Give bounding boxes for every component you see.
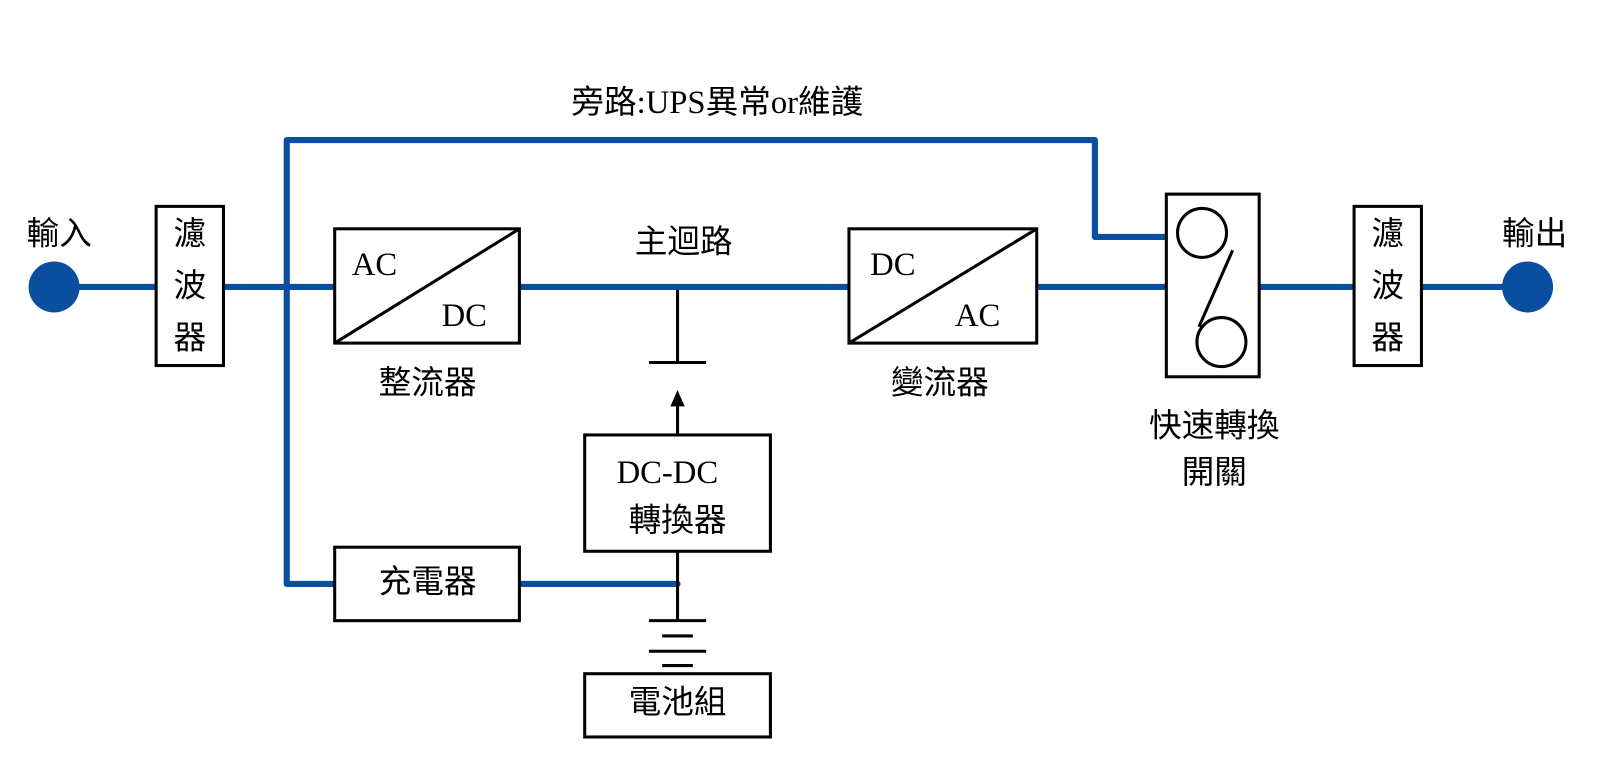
output-filter-char: 濾 [1371, 215, 1404, 252]
input-filter-char: 器 [173, 321, 206, 357]
switch-icon [1176, 206, 1248, 369]
output-terminal [1502, 261, 1554, 313]
output-filter-box [1352, 204, 1423, 368]
rectifier-dc: DC [442, 298, 487, 334]
input-label: 輸入 [27, 215, 92, 252]
switch-label-line1: 快速轉換 [1149, 407, 1280, 444]
output-label: 輸出 [1502, 215, 1567, 252]
rectifier-ac: AC [352, 247, 397, 283]
up-arrow-icon [670, 390, 685, 407]
inverter-dc: DC [870, 247, 915, 283]
main-loop-label: 主迴路 [635, 224, 733, 261]
charger-label: 充電器 [379, 563, 477, 600]
inverter-label: 變流器 [891, 364, 989, 401]
battery-box [583, 672, 772, 739]
dcdc-line2: 轉換器 [629, 502, 727, 539]
input-filter-box [154, 204, 226, 368]
bypass-label: 旁路:UPS異常or維護 [571, 84, 863, 121]
charger-box [333, 545, 521, 623]
input-terminal [28, 261, 80, 313]
bypass-line [283, 136, 1170, 291]
transfer-switch-box [1164, 192, 1261, 379]
charger-feed-line [283, 283, 338, 587]
switch-label-line2: 開關 [1182, 455, 1247, 491]
battery-label: 電池組 [629, 684, 727, 721]
output-filter-char: 波 [1371, 268, 1404, 305]
inverter-ac: AC [955, 298, 1000, 334]
inverter-diagonal [848, 227, 1038, 345]
battery-icon [648, 619, 707, 668]
output-filter-char: 器 [1371, 321, 1404, 357]
dcdc-line1: DC-DC [617, 455, 719, 491]
rectifier-label: 整流器 [379, 364, 477, 401]
input-filter-char: 濾 [173, 215, 206, 252]
input-filter-char: 波 [173, 268, 206, 305]
rectifier-diagonal [333, 227, 521, 345]
